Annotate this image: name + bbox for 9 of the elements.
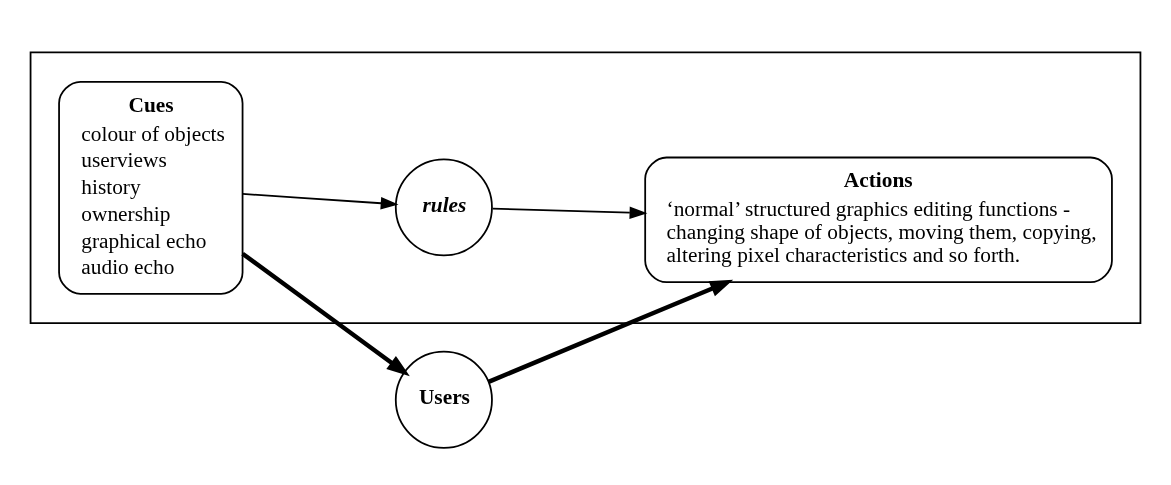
arrow [241,251,410,376]
node-box: Cues colour of objects userviews history ownership graphical echo audio echo [58,80,244,295]
node-box: Actions ‘normal’ structured graphics editing functions - changing shape of objects, moving them, copying, altering pixel characteristics and so forth. [644,156,1113,283]
node-circle: Users [394,350,493,449]
arrow [487,279,734,384]
arrow [241,192,399,209]
arrow [491,205,648,219]
cluster [29,51,1142,324]
node-circle: rules [394,157,493,256]
